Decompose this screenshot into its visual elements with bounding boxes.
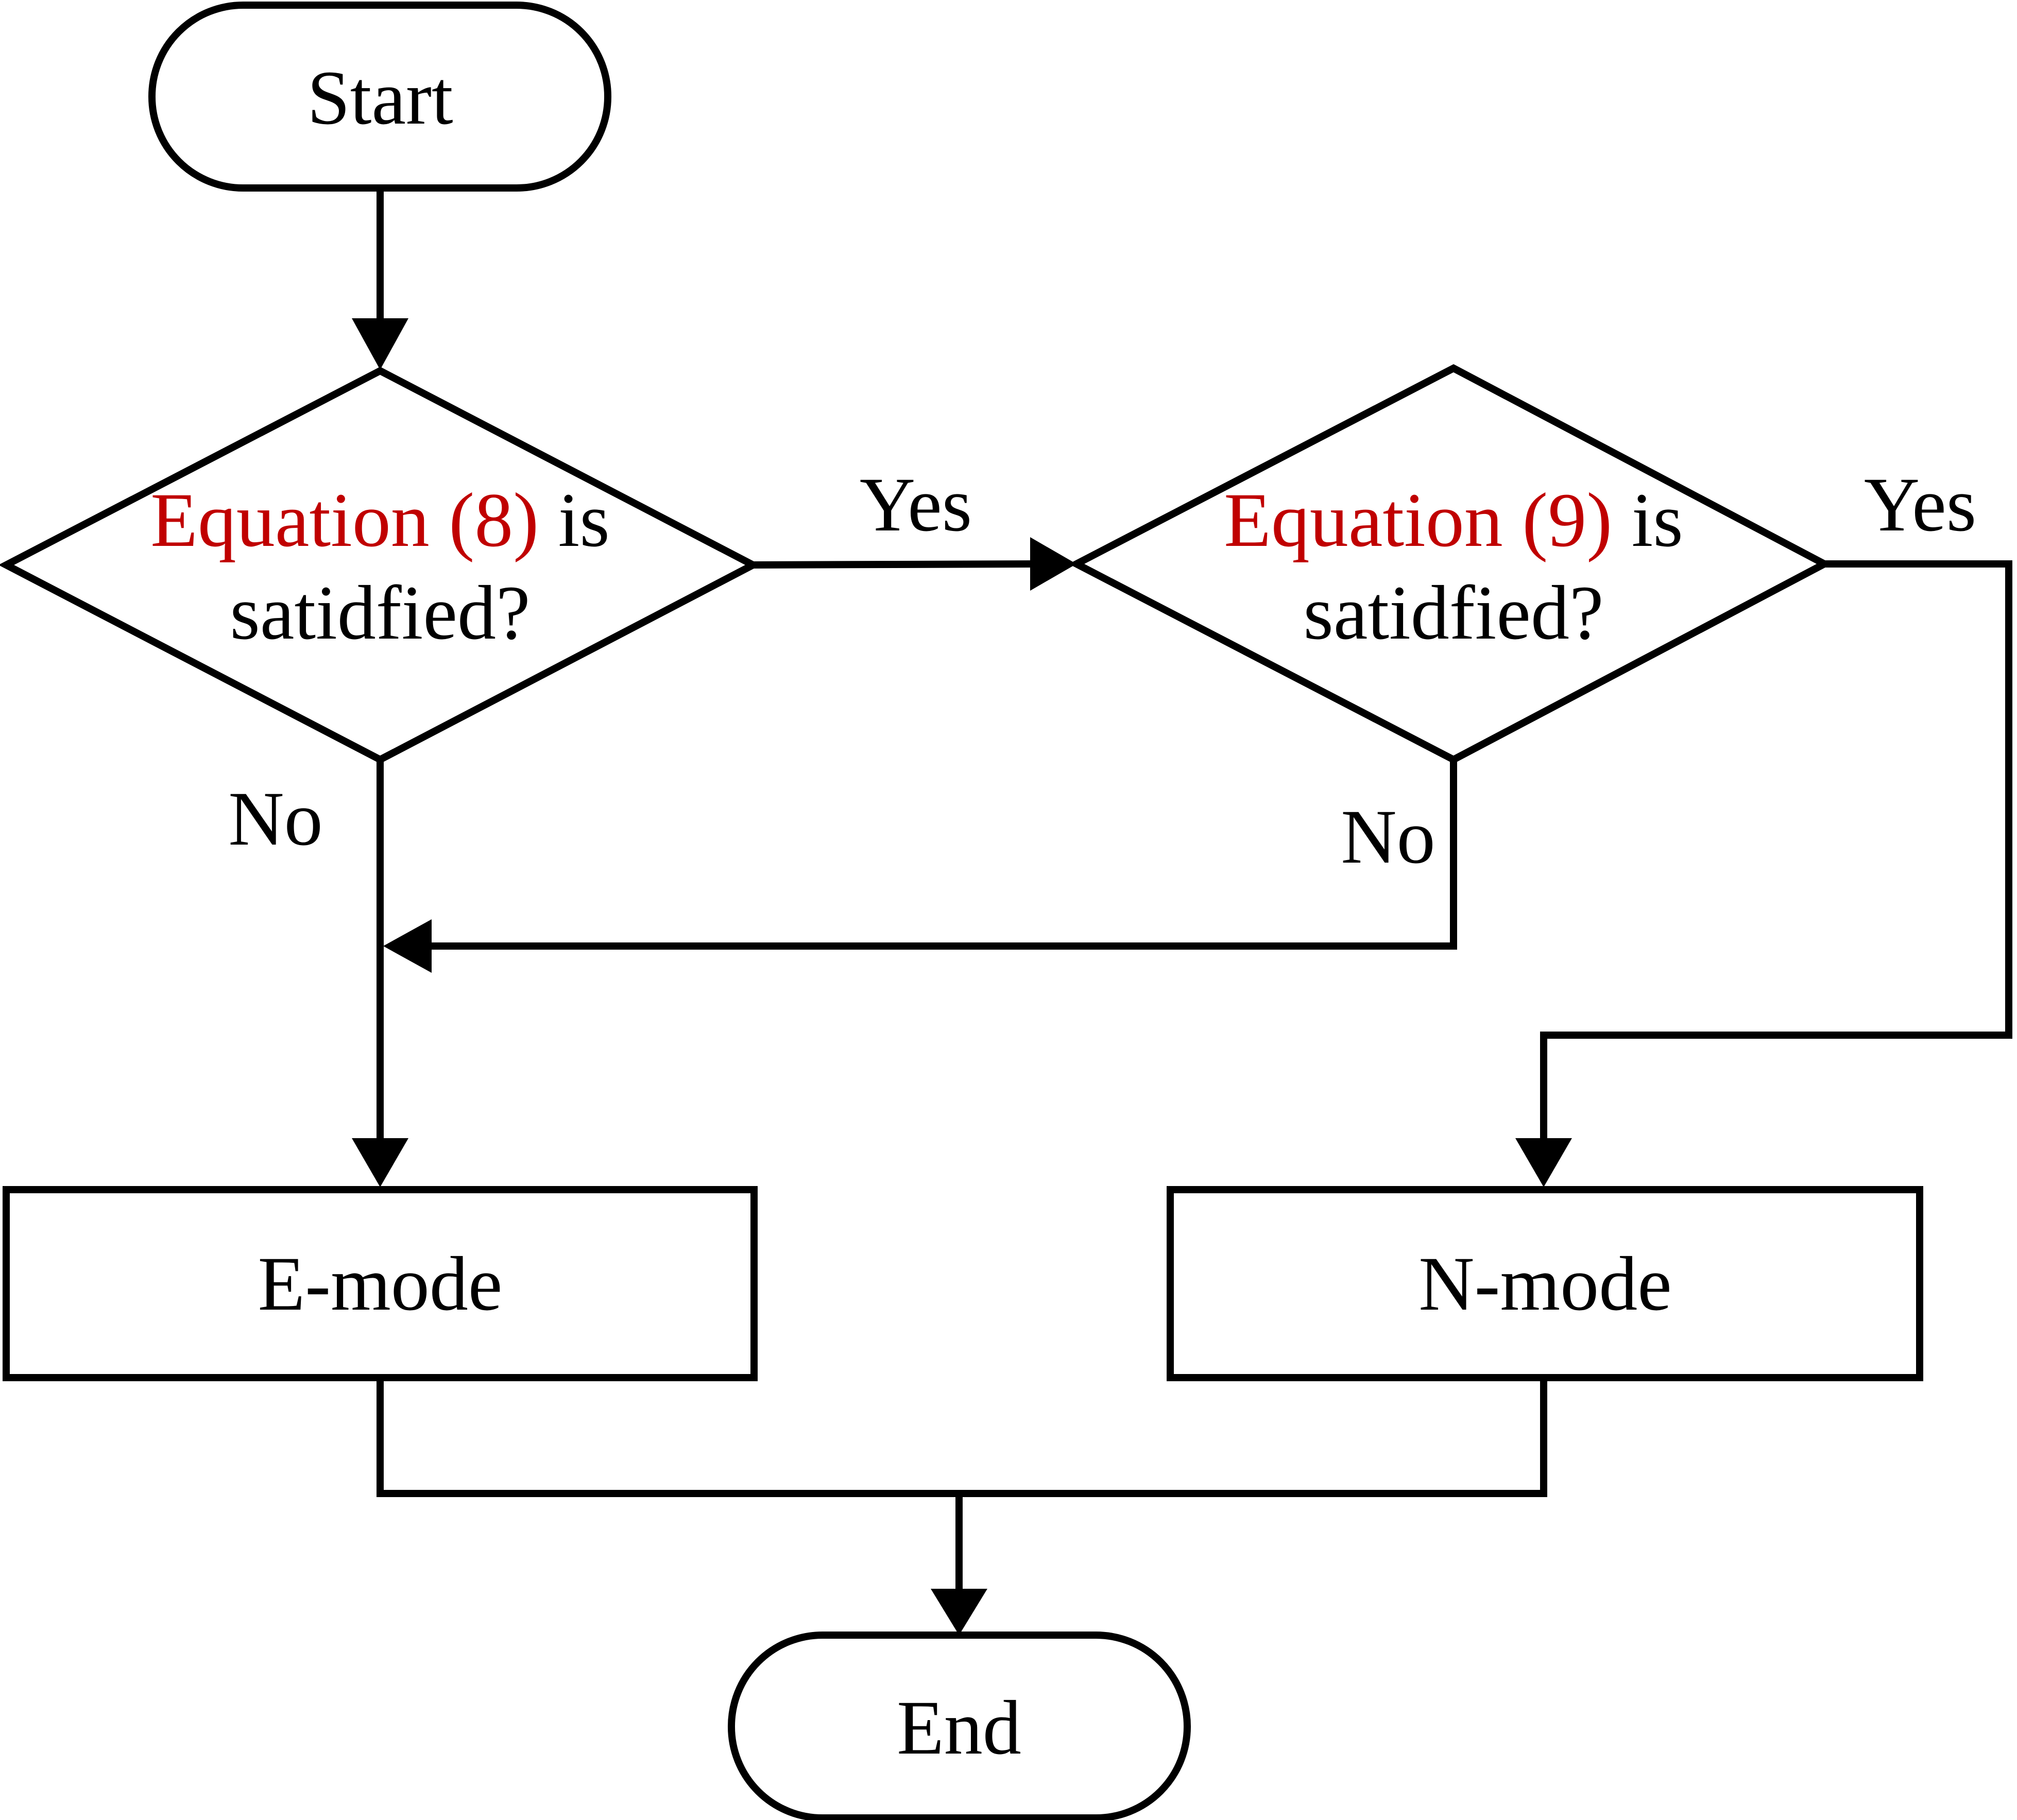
edge-decision-2-yes	[1540, 560, 2012, 1141]
decision-1-suffix: is	[539, 477, 610, 563]
start-node: Start	[148, 2, 611, 192]
arrowhead-to-decision-1	[352, 318, 408, 370]
start-label: Start	[307, 55, 453, 141]
edge-decision-1-yes	[753, 560, 1036, 569]
decision-2-line-1: Equation (9) is	[1224, 477, 1683, 563]
decision-1-line-2: satidfied?	[230, 570, 530, 656]
decision-node-2: Equation (9) is satidfied?	[1068, 364, 1832, 764]
decision-2-no-label: No	[1341, 794, 1435, 880]
decision-1-no-label: No	[228, 776, 322, 862]
n-mode-label: N-mode	[1418, 1241, 1672, 1327]
end-node: End	[728, 1632, 1191, 1820]
equation-9-ref: Equation (9)	[1224, 477, 1612, 563]
arrowhead-to-end	[931, 1589, 987, 1635]
decision-2-yes-label: Yes	[1864, 462, 1976, 547]
decision-node-1: Equation (8) is satidfied?	[0, 367, 761, 764]
arrowhead-merge	[383, 919, 432, 973]
arrowhead-to-e-mode	[352, 1138, 408, 1187]
decision-1-line-1: Equation (8) is	[150, 477, 610, 563]
n-mode-node: N-mode	[1167, 1186, 1923, 1381]
connectors	[377, 185, 2012, 1591]
arrowheads	[352, 318, 1572, 1635]
arrowhead-to-n-mode	[1515, 1138, 1572, 1187]
e-mode-label: E-mode	[258, 1241, 503, 1327]
edge-modes-to-end	[377, 1378, 1547, 1591]
end-label: End	[897, 1685, 1021, 1771]
e-mode-node: E-mode	[3, 1186, 758, 1381]
edge-decision-2-no	[432, 760, 1457, 950]
decision-1-yes-label: Yes	[860, 462, 972, 547]
decision-2-line-2: satidfied?	[1303, 570, 1603, 656]
arrowhead-to-decision-2	[1030, 537, 1076, 591]
equation-8-ref: Equation (8)	[150, 477, 539, 563]
decision-2-suffix: is	[1612, 477, 1683, 563]
